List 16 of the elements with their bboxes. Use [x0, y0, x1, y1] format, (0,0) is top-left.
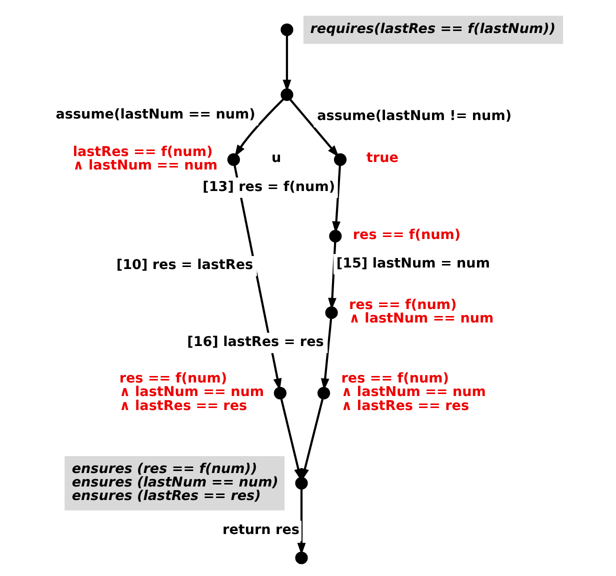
node-label: res == f(num) ∧ lastNum == num ∧ lastRes == res	[119, 370, 264, 414]
node-label: res == f(num) ∧ lastNum == num ∧ lastRes == res	[341, 370, 486, 414]
node-label: res == f(num) ∧ lastNum == num	[348, 297, 494, 327]
node-label: ensures (res == f(num)) ensures (lastNum == num) ensures (lastRes == res)	[72, 460, 278, 504]
edge-label: [13] res = f(num)	[202, 178, 336, 195]
edge-label: assume(lastNum != num)	[317, 108, 512, 124]
edge-label: [10] res = lastRes	[116, 257, 254, 274]
node-label: true	[366, 150, 398, 166]
edge-label: [16] lastRes = res	[187, 334, 324, 350]
node-label: requires(lastRes == f(lastNum))	[310, 20, 556, 37]
edge-label: [15] lastNum = num	[336, 255, 490, 272]
edge-label: assume(lastNum == num)	[56, 106, 256, 122]
node-label: lastRes == f(num) ∧ lastNum == num	[72, 144, 218, 174]
edge-label: return res	[222, 522, 300, 538]
node-label: res == f(num)	[352, 226, 461, 243]
node-label: u	[271, 150, 282, 166]
